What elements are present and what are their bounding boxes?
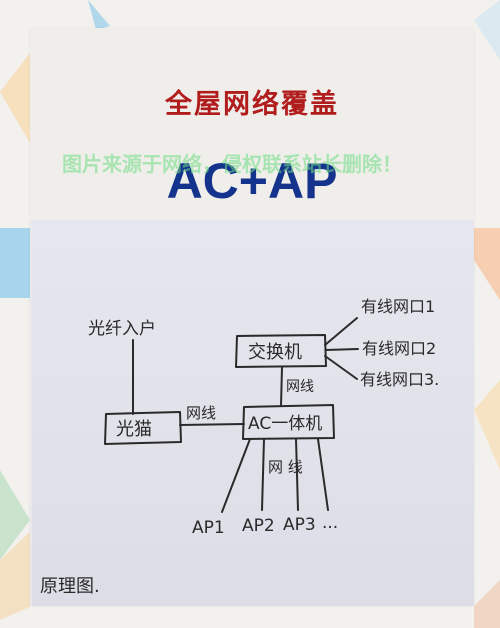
ac-switch-cable-label: 网线 [286, 379, 314, 395]
switch-port-3-label: 有线网口3. [360, 370, 439, 389]
ac-switch-line [280, 366, 283, 407]
fiber-in-label: 光纤入户 [88, 319, 156, 339]
modem-box [104, 411, 182, 445]
ap-3-label: AP3 [283, 515, 316, 535]
modem-label: 光猫 [116, 419, 152, 440]
ap-2-label: AP2 [242, 516, 275, 536]
switch-port-1-label: 有线网口1 [361, 297, 435, 316]
page-subtitle: AC+AP [166, 153, 338, 209]
ap-more-label: ... [322, 513, 338, 533]
diagram-caption: 原理图. [40, 576, 100, 597]
modem-ac-cable-label: 网线 [186, 404, 216, 422]
port-line-1 [324, 317, 358, 346]
ap-line-4 [317, 438, 329, 511]
switch-box [235, 334, 327, 368]
switch-label: 交换机 [248, 342, 302, 363]
network-diagram: 光纤入户 光猫 网线 AC一体机 交换机 网线 网 线 有线网口1 有线网口2 … [32, 220, 474, 606]
port-line-2 [325, 348, 359, 351]
ac-unit-label: AC一体机 [248, 414, 322, 434]
paper-sheet [32, 220, 474, 606]
ap-1-label: AP1 [192, 518, 225, 538]
ac-ap-cable-label: 网 线 [268, 458, 303, 476]
ap-line-1 [221, 438, 251, 513]
modem-ac-line [179, 423, 245, 426]
port-line-3 [324, 355, 358, 380]
poster-header [30, 28, 474, 220]
ap-line-3 [295, 438, 299, 511]
switch-port-2-label: 有线网口2 [362, 339, 436, 358]
page-title: 全屋网络覆盖 [165, 89, 339, 120]
ap-line-2 [261, 438, 265, 511]
watermark-text: 图片来源于网络，侵权联系站长删除！ [62, 152, 402, 176]
ac-unit-box [242, 404, 335, 440]
